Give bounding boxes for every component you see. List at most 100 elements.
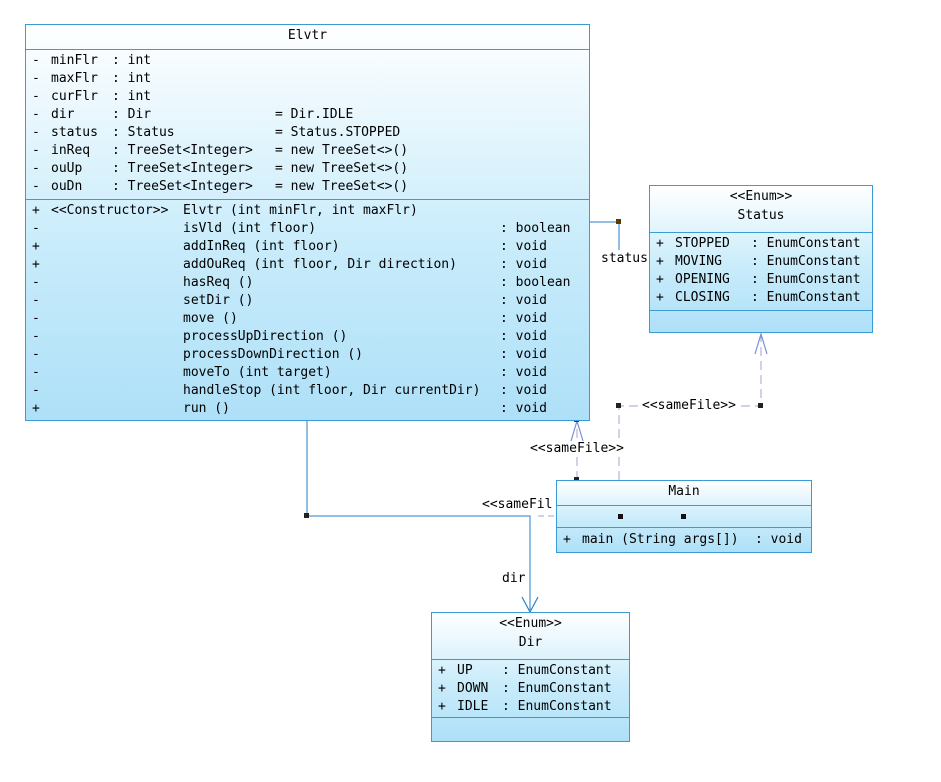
main-attribute-port [618,514,623,519]
class-main-operations: +main (String args[]): void [557,528,811,549]
main-attribute-port [681,514,686,519]
enum-status-name: Status [737,208,785,223]
samefile-main-dir-label: <<sameFil [482,497,553,513]
literal-visibility: + [438,663,446,678]
attribute-type: : TreeSet<Integer> [112,179,253,194]
enum-dir-name: Dir [518,635,543,650]
operation-row[interactable]: +main (String args[]): void [557,531,811,549]
operation-visibility: - [32,329,40,344]
operation-row[interactable]: -handleStop (int floor, Dir currentDir):… [26,382,589,400]
class-main-attributes [557,506,811,528]
samefile-main-status-arrowhead [754,331,768,355]
literal-name: DOWN [457,681,489,696]
enum-status-header: <<Enum>> Status [650,186,872,233]
operation-return-type: : boolean [500,221,571,236]
operation-row[interactable]: +run (): void [26,400,589,418]
operation-signature: isVld (int floor) [183,221,317,236]
operation-signature: processDownDirection () [183,347,364,362]
enum-status-stereotype: <<Enum>> [729,189,793,204]
enum-literal-row[interactable]: +STOPPED: EnumConstant [650,235,872,253]
attribute-visibility: - [32,161,40,176]
literal-type: : EnumConstant [751,272,861,287]
enum-dir[interactable]: <<Enum>> Dir + UP : EnumConstant+ DOWN : Enu… [431,612,630,742]
attribute-row[interactable]: -maxFlr: int [26,70,589,88]
attribute-row[interactable]: -dir: Dir= Dir.IDLE [26,106,589,124]
dir-association-anchor [304,513,309,518]
attribute-type: : int [112,89,152,104]
operation-visibility: - [32,275,40,290]
attribute-name: status [51,125,98,140]
operation-signature: move () [183,311,238,326]
attribute-type: : TreeSet<Integer> [112,143,253,158]
literal-type: : EnumConstant [502,681,612,696]
operation-return-type: : void [500,293,547,308]
literal-name: STOPPED [675,236,730,251]
operation-return-type: : void [755,532,802,547]
enum-status[interactable]: <<Enum>> Status +STOPPED: EnumConstant+M… [649,185,873,333]
samefile-main-status-label: <<sameFile>> [642,398,736,414]
samefile-main-status-anchor-end [758,403,763,408]
attribute-type: : int [112,71,152,86]
operation-return-type: : void [500,239,547,254]
enum-literal-row[interactable]: +CLOSING: EnumConstant [650,289,872,307]
attribute-visibility: - [32,179,40,194]
enum-literal-row[interactable]: +IDLE: EnumConstant [432,698,629,716]
attribute-row[interactable]: -ouDn: TreeSet<Integer>= new TreeSet<>() [26,178,589,196]
enum-dir-header: <<Enum>> Dir [432,613,629,660]
operation-return-type: : void [500,257,547,272]
class-main[interactable]: Main +main (String args[]): void [556,480,812,553]
attribute-type: : Dir [112,107,152,122]
operation-row[interactable]: -processDownDirection (): void [26,346,589,364]
operation-row[interactable]: -move (): void [26,310,589,328]
attribute-visibility: - [32,125,40,140]
operation-row[interactable]: +addInReq (int floor): void [26,238,589,256]
attribute-name: minFlr [51,53,98,68]
class-elvtr[interactable]: Elvtr -minFlr: int-maxFlr: int-curFlr: i… [25,24,590,421]
attribute-row[interactable]: -ouUp: TreeSet<Integer>= new TreeSet<>() [26,160,589,178]
literal-name: MOVING [675,254,722,269]
operation-row[interactable]: +<<Constructor>>Elvtr (int minFlr, int m… [26,202,589,220]
attribute-type: : Status [112,125,175,140]
operation-signature: run () [183,401,230,416]
operation-row[interactable]: -isVld (int floor): boolean [26,220,589,238]
enum-literal-row[interactable]: +MOVING: EnumConstant [650,253,872,271]
literal-type: : EnumConstant [751,290,861,305]
attribute-visibility: - [32,53,40,68]
literal-type: : EnumConstant [502,663,612,678]
enum-literal-row[interactable]: +DOWN: EnumConstant [432,680,629,698]
attribute-visibility: - [32,107,40,122]
dir-association-line[interactable] [306,421,531,610]
operation-row[interactable]: -setDir (): void [26,292,589,310]
attribute-initial-value: = new TreeSet<>() [275,179,409,194]
status-association-anchor [616,219,621,224]
literal-visibility: + [656,290,664,305]
attribute-row[interactable]: -curFlr : int [26,88,589,106]
operation-row[interactable]: - hasReq () : boolean [26,274,589,292]
enum-status-literals: +STOPPED: EnumConstant+MOVING: EnumConst… [650,233,872,311]
attribute-initial-value: = Dir.IDLE [275,107,354,122]
samefile-main-elvtr-anchor-end [574,477,579,482]
operation-signature: handleStop (int floor, Dir currentDir) [183,383,481,398]
attribute-row[interactable]: -inReq: TreeSet<Integer>= new TreeSet<>(… [26,142,589,160]
attribute-row[interactable]: -status: Status= Status.STOPPED [26,124,589,142]
enum-literal-row[interactable]: + UP : EnumConstant [432,662,629,680]
operation-return-type: : void [500,401,547,416]
attribute-name: ouUp [51,161,83,176]
attribute-visibility: - [32,89,40,104]
operation-return-type: : boolean [500,275,571,290]
samefile-main-elvtr-label: <<sameFile>> [530,441,624,457]
operation-return-type: : void [500,383,547,398]
attribute-row[interactable]: -minFlr: int [26,52,589,70]
operation-signature: addInReq (int floor) [183,239,340,254]
status-association-line[interactable] [590,221,620,250]
literal-name: UP [457,663,473,678]
attribute-name: curFlr [51,89,98,104]
enum-literal-row[interactable]: +OPENING: EnumConstant [650,271,872,289]
class-main-header: Main [557,481,811,506]
operation-stereotype: <<Constructor>> [51,203,169,218]
samefile-main-status-anchor [616,403,621,408]
operation-signature: hasReq () [183,275,254,290]
operation-row[interactable]: +addOuReq (int floor, Dir direction): vo… [26,256,589,274]
operation-row[interactable]: -processUpDirection (): void [26,328,589,346]
operation-row[interactable]: -moveTo (int target): void [26,364,589,382]
